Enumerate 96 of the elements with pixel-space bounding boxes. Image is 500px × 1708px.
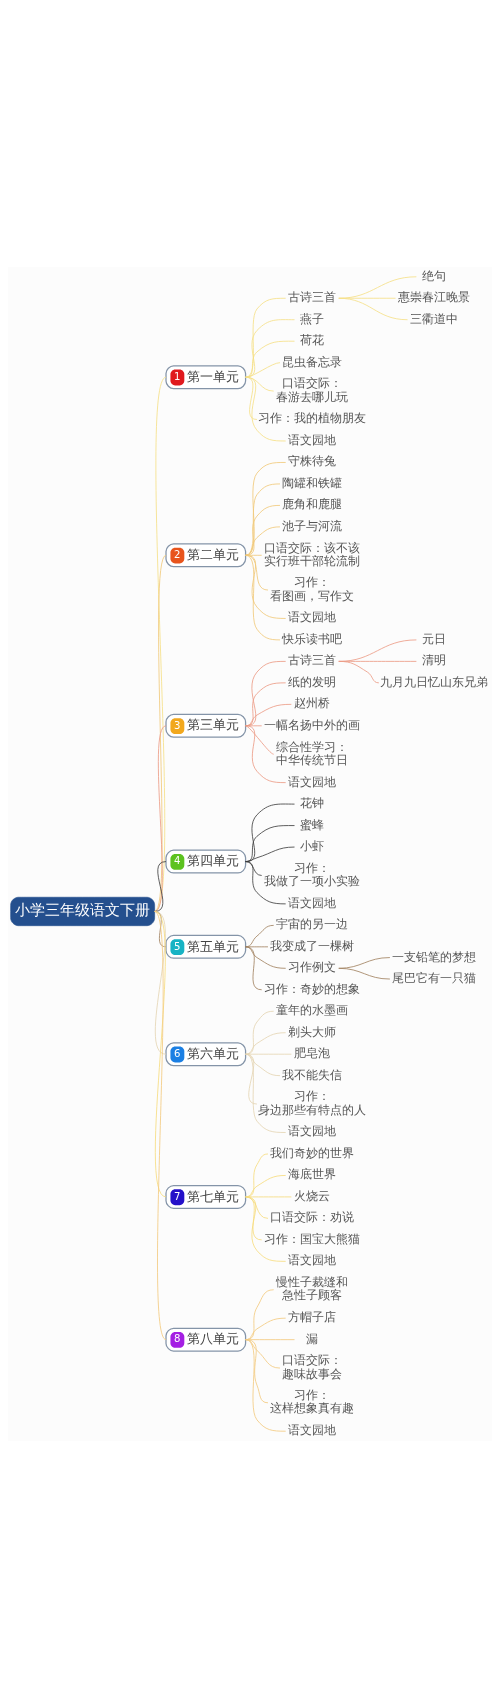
node-text: 燕子	[300, 311, 325, 326]
node-text: 赵州桥	[294, 696, 331, 711]
connector	[154, 554, 167, 912]
node-text: 元日	[422, 631, 447, 646]
connector	[154, 861, 167, 912]
node-text: 口语交际：劝说	[270, 1210, 355, 1225]
connector	[154, 376, 167, 912]
node-text: 习作：奇妙的想象	[264, 981, 361, 996]
node-text: 漏	[306, 1331, 319, 1346]
connector	[338, 957, 391, 969]
node-text: 一支铅笔的梦想	[392, 949, 477, 964]
connector	[245, 1196, 292, 1198]
connector	[245, 725, 275, 755]
node-text: 肥皂泡	[294, 1046, 331, 1061]
node-text: 花钟	[300, 796, 325, 811]
node-text: 守株待兔	[288, 454, 337, 469]
connector	[245, 340, 295, 378]
node-text: 我们奇妙的世界	[270, 1145, 355, 1160]
node-text: 快乐读书吧	[282, 631, 343, 646]
connector	[245, 1196, 287, 1262]
node-text: 习作例文	[288, 960, 337, 975]
node-text: 火烧云	[294, 1188, 331, 1203]
node-text: 习作：看图画，写作文	[270, 575, 355, 603]
connector	[154, 725, 167, 912]
node-text: 语文园地	[288, 895, 337, 910]
node-text: 纸的发明	[288, 674, 337, 689]
node-text: 荷花	[300, 333, 325, 348]
node-text: 语文园地	[288, 1124, 337, 1139]
node-text: 口语交际：趣味故事会	[282, 1353, 343, 1381]
connector	[245, 825, 295, 862]
node-text: 宇宙的另一边	[276, 917, 349, 932]
node-text: 一幅名扬中外的画	[264, 717, 361, 732]
node-text: 鹿角和鹿腿	[282, 497, 343, 512]
node-text: 清明	[422, 653, 447, 668]
connector	[245, 946, 269, 948]
connector	[245, 861, 287, 905]
connector	[338, 661, 380, 684]
node-text: 习作：我的植物朋友	[258, 411, 367, 426]
connector	[245, 1175, 287, 1198]
node-text: 三衢道中	[410, 311, 459, 326]
connector	[245, 362, 281, 378]
connector	[338, 297, 408, 321]
connector	[245, 924, 275, 948]
connector	[245, 297, 287, 378]
connector	[245, 946, 287, 969]
node-text: 九月九日忆山东兄弟	[380, 674, 489, 689]
node-text: 习作：我做了一项小实验	[264, 860, 361, 889]
connector	[245, 376, 287, 442]
node-text: 古诗三首	[288, 290, 337, 305]
node-text: 惠崇春江晚景	[398, 290, 471, 305]
node-text: 昆虫备忘录	[282, 354, 343, 369]
connector	[245, 861, 263, 876]
node-box: 6 第六单元	[165, 1042, 247, 1067]
connector	[245, 1032, 287, 1055]
node-text: 小虾	[300, 839, 325, 854]
node-text: 绝句	[422, 268, 447, 283]
node-text: 剃头大师	[288, 1024, 337, 1039]
node-text: 综合性学习：中华传统节日	[276, 739, 349, 767]
node-text: 慢性子裁缝和急性子顾客	[276, 1275, 349, 1303]
connector	[245, 946, 263, 991]
node-text: 语文园地	[288, 774, 337, 789]
connector	[245, 1053, 287, 1133]
node-text: 习作：身边那些有特点的人	[258, 1089, 367, 1117]
node-text: 海底世界	[288, 1167, 337, 1182]
node-text: 习作：国宝大熊猫	[264, 1231, 361, 1246]
node-text: 古诗三首	[288, 653, 337, 668]
connector	[245, 725, 287, 784]
connector	[245, 803, 295, 862]
node-box: 3 第三单元	[165, 713, 247, 738]
node-text: 池子与河流	[282, 518, 343, 533]
connector	[338, 967, 391, 980]
node-text: 口语交际：该不该实行班干部轮流制	[264, 540, 361, 568]
node-text: 方帽子店	[288, 1310, 337, 1325]
connector	[245, 1339, 287, 1432]
node-text: 童年的水墨画	[276, 1003, 349, 1018]
connector	[245, 1317, 287, 1341]
node-box: 1 第一单元	[165, 365, 247, 390]
node-box: 小学三年级语文下册	[10, 896, 155, 926]
connector	[245, 703, 292, 727]
node-text: 我不能失信	[282, 1067, 343, 1082]
node-box: 2 第二单元	[165, 543, 247, 568]
node-box: 8 第八单元	[165, 1327, 247, 1352]
node-text: 语文园地	[288, 1423, 337, 1438]
connector	[245, 1053, 258, 1105]
node-text: 习作：这样想象真有趣	[270, 1388, 355, 1416]
node-text: 语文园地	[288, 1253, 337, 1268]
node-box: 4 第四单元	[165, 849, 247, 874]
node-text: 陶罐和铁罐	[282, 475, 343, 490]
node-text: 尾巴它有一只猫	[392, 971, 477, 986]
node-text: 我变成了一棵树	[270, 938, 355, 953]
node-text: 语文园地	[288, 610, 337, 625]
node-text: 蜜蜂	[300, 817, 325, 832]
node-text: 口语交际：春游去哪儿玩	[276, 376, 349, 404]
connector	[245, 1339, 269, 1404]
connector	[245, 319, 295, 378]
node-text: 语文园地	[288, 432, 337, 447]
